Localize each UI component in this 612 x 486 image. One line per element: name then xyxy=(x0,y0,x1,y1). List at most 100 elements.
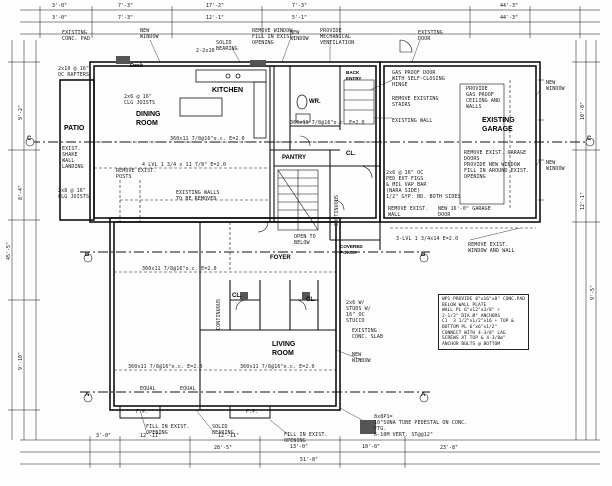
dim-top-4: 7'-3" xyxy=(292,3,308,9)
label-beam-kitchen: 360x11 7/8@16"o.c. E=2.0 xyxy=(290,120,365,126)
label-new-window-top-mid: NEW WINDOW xyxy=(290,30,309,42)
label-fill-exist-opening-1: FILL IN EXIST. OPENING xyxy=(146,424,190,436)
dim-top2-1: 3'-0" xyxy=(52,15,68,21)
label-gas-proof-door: GAS PROOF DOOR WITH SELF-CLOSING HINGE xyxy=(392,70,445,88)
label-open-to-below: OPEN TO BELOW xyxy=(294,234,316,246)
dim-left-3: 8'-4" xyxy=(18,184,24,200)
dim-top2-5: 44'-3" xyxy=(500,15,519,21)
dim-bottom-1: 3'-0" xyxy=(96,433,112,439)
label-remove-existing-stairs: REMOVE EXISTING STAIRS xyxy=(392,96,439,108)
dim-left-1: 45'-5" xyxy=(6,241,12,260)
stairs xyxy=(277,79,375,231)
label-provide-mech-vent: PROVIDE MECHANICAL VENTILATION xyxy=(320,28,355,46)
label-new-window-right-mid: NEW WINDOW xyxy=(546,160,565,172)
washroom-fixtures xyxy=(295,94,311,123)
section-mark-a-left: A xyxy=(85,392,90,398)
label-beam-living-right: 360x11 7/8@16"o.c. E=2.0 xyxy=(240,364,315,370)
label-existing-conc-slab: EXISTING CONC. SLAB xyxy=(352,328,384,340)
dim-bottom-total-3: 51'-8" xyxy=(300,457,319,463)
dim-top-5: 44'-3" xyxy=(500,3,519,9)
label-exist-shake: EXIST. SHAKE WALL LANDING xyxy=(62,146,84,170)
label-new-garage-door: NEW 16'-0" GARAGE DOOR xyxy=(438,206,491,218)
hatched-pads xyxy=(116,56,376,434)
label-remove-exist-garage-doors: REMOVE EXIST. GARAGE DOORS PROVIDE NEW W… xyxy=(464,150,530,180)
dim-bottom-2: 12'-11" xyxy=(140,433,162,439)
section-lines xyxy=(30,141,590,393)
dim-top2-2: 7'-3" xyxy=(118,15,134,21)
beam-lines xyxy=(94,80,536,371)
room-patio: PATIO xyxy=(64,125,85,132)
label-new-window-bottom: NEW WINDOW xyxy=(352,352,371,364)
label-fill-exist-opening-2: FILL IN EXIST. OPENING xyxy=(284,432,328,444)
room-kitchen: KITCHEN xyxy=(212,87,244,94)
dim-right-2: 12'-1" xyxy=(580,191,586,210)
room-desk: Desk xyxy=(130,63,144,69)
section-mark-b-left: B xyxy=(85,252,90,258)
fireplaces xyxy=(119,405,271,419)
label-provide-gas-proof: PROVIDE GAS PROOF CEILING AND WALLS xyxy=(466,86,501,110)
label-existing-door-top: EXISTING DOOR xyxy=(418,30,443,42)
label-continuous-1: CONTINUOUS xyxy=(216,298,222,330)
dim-bottom-4: 13'-0" xyxy=(290,444,309,450)
section-mark-b-right: B xyxy=(421,252,426,258)
label-equal-1: EQUAL xyxy=(140,386,156,392)
label-remove-exist-wall: REMOVE EXIST. WALL xyxy=(388,206,429,218)
room-dining: DINING ROOM xyxy=(136,111,161,127)
label-fp2: F.P. xyxy=(246,409,259,415)
room-pantry: PANTRY xyxy=(282,155,306,161)
label-continuous-2: CONTINUOUS xyxy=(334,194,340,226)
dim-top-1: 3'-0" xyxy=(52,3,68,9)
section-mark-c-left: C xyxy=(27,136,32,142)
label-equal-2: EQUAL xyxy=(180,386,196,392)
dim-left-4: 9'-10" xyxy=(18,351,24,370)
room-existing-garage: EXISTING GARAGE xyxy=(482,117,515,133)
garage-interior xyxy=(459,83,505,205)
dim-top2-4: 5'-1" xyxy=(292,15,308,21)
label-existing-walls-remove: EXISTING WALLS TO BE REMOVED xyxy=(176,190,220,202)
section-markers xyxy=(25,137,595,403)
dim-right-1: 10'-0" xyxy=(580,101,586,120)
dim-bottom-3: 12'-11" xyxy=(218,433,240,439)
room-back-entry: BACK ENTRY xyxy=(346,70,362,81)
door-swings xyxy=(235,39,413,311)
section-mark-c-right: C xyxy=(587,136,592,142)
section-mark-a-right: A xyxy=(421,392,426,398)
note-wp1: WP1 PROVIDE 8"x16"x8" CONC.PAD BELOW WAL… xyxy=(438,294,529,351)
label-stucco: 2x6 W/ STUDS W/ 16" OC STUCCO xyxy=(346,300,371,324)
dim-top-2: 7'-3" xyxy=(118,3,134,9)
label-existing-wall: EXISTING WALL xyxy=(392,118,433,124)
label-remove-exist-window: REMOVE EXIST. WINDOW AND WALL xyxy=(468,242,515,254)
interior-walls xyxy=(199,66,381,410)
room-cl-upper: CL. xyxy=(346,151,356,157)
dim-bottom-total-2: 23'-8" xyxy=(440,445,459,451)
room-wr: WR. xyxy=(309,99,321,105)
dim-top2-3: 12'-1" xyxy=(206,15,225,21)
label-new-window-top-left: NEW WINDOW xyxy=(140,28,159,40)
label-oc-rafters: 2x10 @ 16" OC RAFTERS xyxy=(58,66,90,78)
room-foyer: FOYER xyxy=(270,255,291,261)
note-bottom: 8x8P1= 10"SONA TUBE PEDESTAL ON CONC. FT… xyxy=(374,414,468,438)
label-ped-ext-figs: 2x6 @ 16" OC PED EXT FIGS & MIL VAP BAR … xyxy=(386,170,461,200)
label-clg-joists-left: 2x8 @ 16" CLG JOISTS xyxy=(58,188,90,200)
label-remove-exist-post: REMOVE EXIST. POSTS xyxy=(116,168,157,180)
label-beam-garage: 3-LVL 1 3/4x14 E=2.0 xyxy=(396,236,459,242)
label-solid-bearing-top: SOLID BEARING xyxy=(216,40,238,52)
dim-bottom-total-1: 28'-5" xyxy=(214,445,233,451)
dimension-lines xyxy=(8,6,600,468)
dim-bottom-5: 10'-0" xyxy=(362,444,381,450)
leader-lines xyxy=(139,39,541,437)
room-living: LIVING ROOM xyxy=(272,341,296,357)
dim-left-2: 9'-2" xyxy=(18,104,24,120)
dim-top-3: 17'-2" xyxy=(206,3,225,9)
kitchen-counters xyxy=(179,69,267,139)
label-beam-top: 2-2x10 xyxy=(196,48,215,54)
room-covered-porch: COVERED PORCH xyxy=(340,244,363,255)
label-existing-conc-pad: EXISTING CONC. PAD xyxy=(62,30,90,42)
label-solid-bearing-bottom: SOLID BEARING xyxy=(212,424,234,436)
label-new-window-right-top: NEW WINDOW xyxy=(546,80,565,92)
room-cl-left: CL. xyxy=(232,293,242,299)
label-beam-mid: 4 LVL 1 3/4 x 11 7/8" E=2.0 xyxy=(142,162,226,168)
label-remove-window: REMOVE WINDOW FILL IN EXIST. OPENING xyxy=(252,28,296,46)
